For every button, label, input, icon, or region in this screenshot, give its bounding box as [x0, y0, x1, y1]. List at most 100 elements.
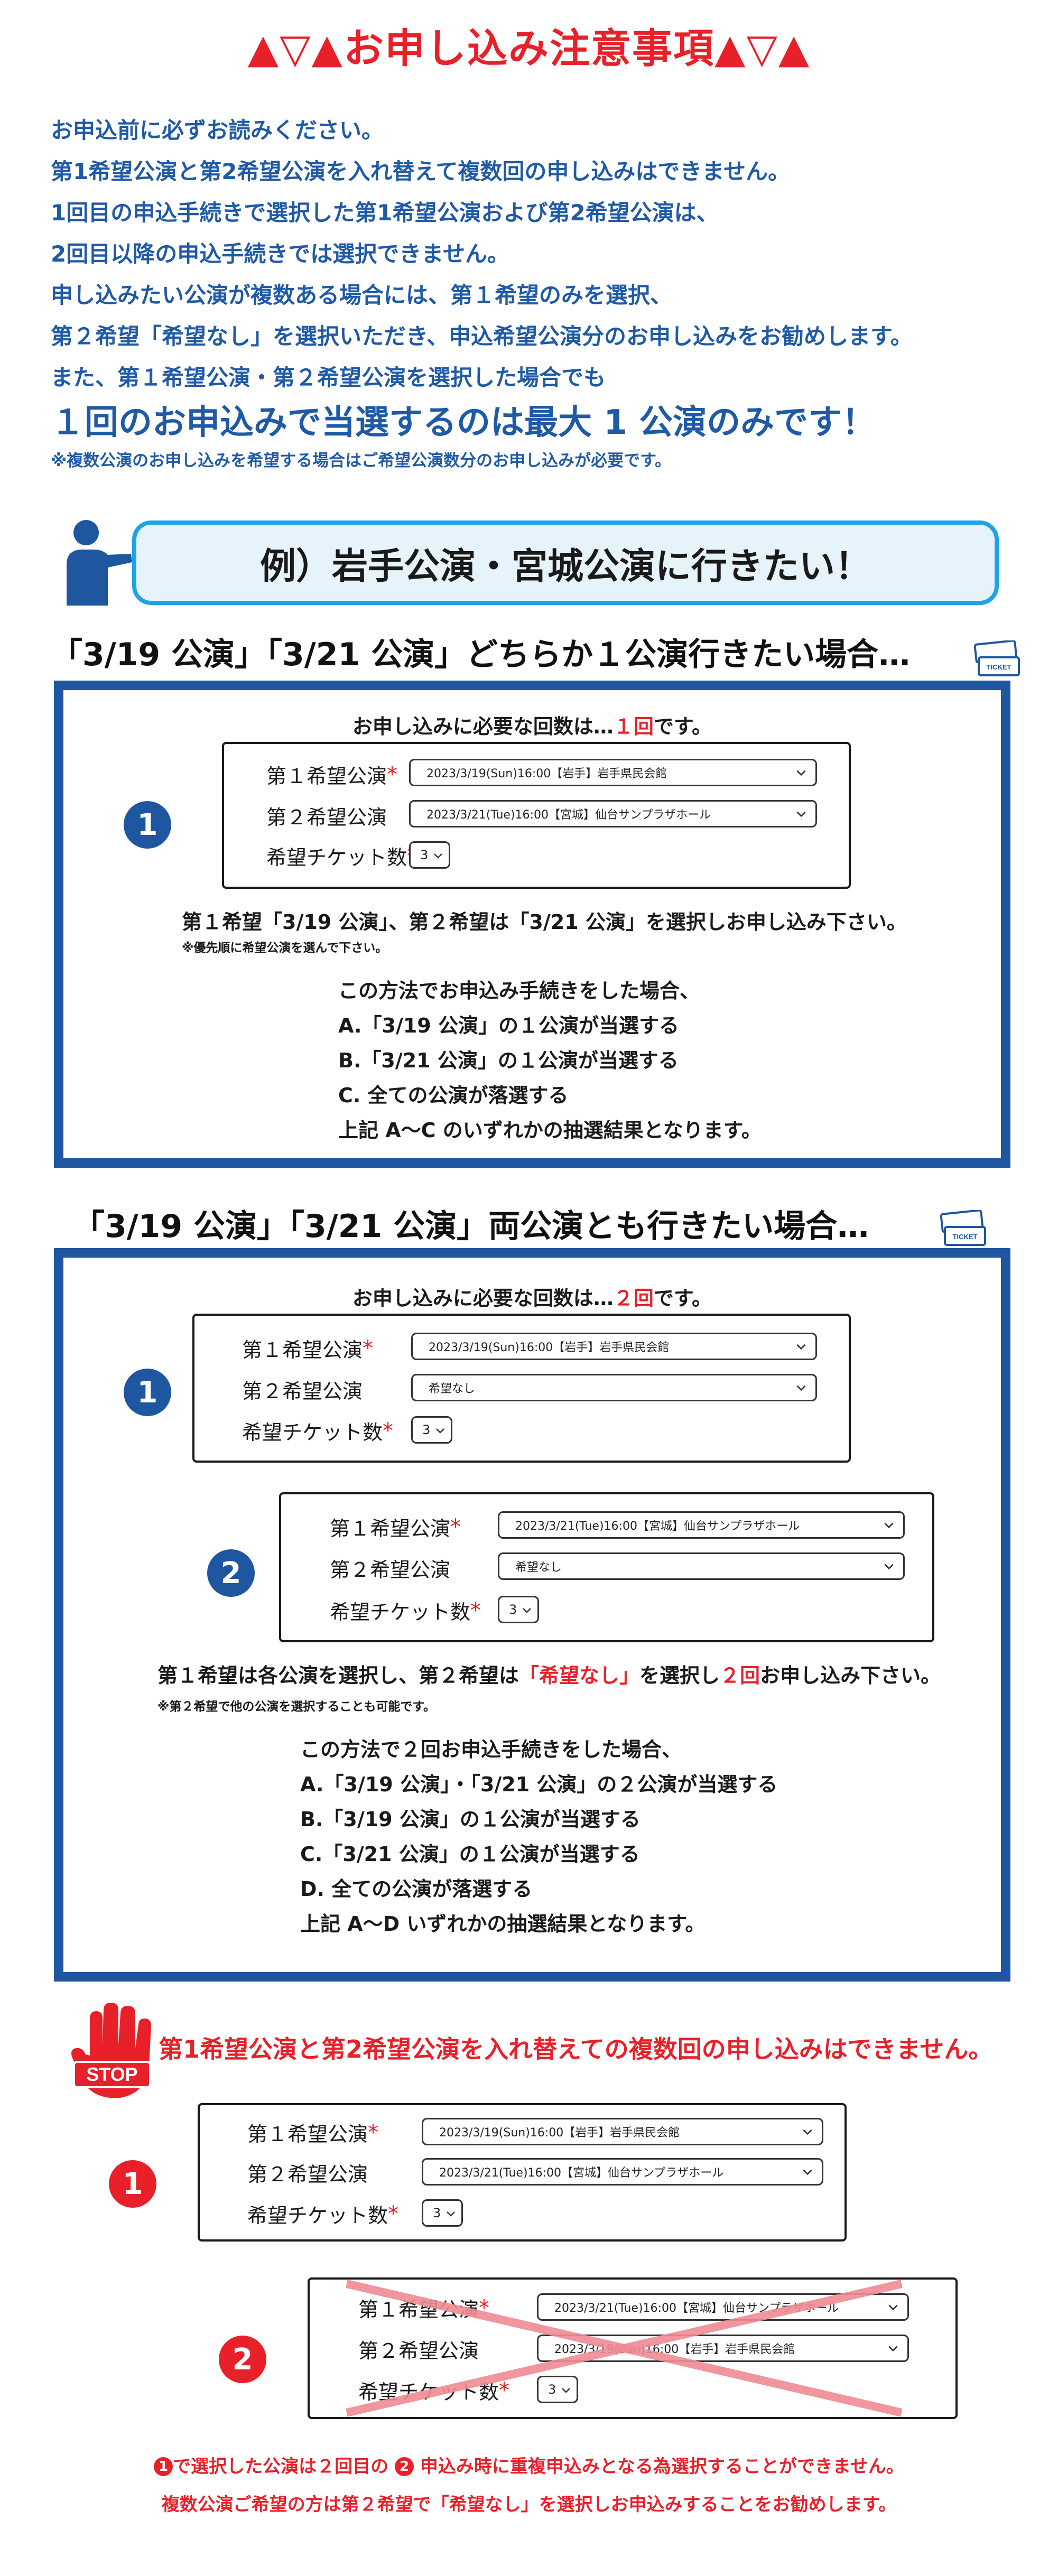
need-prefix: お申し込みに必要な回数は… — [352, 1287, 614, 1310]
first-choice-select[interactable]: 2023/3/19(Sun)16:00【岩手】岩手県民会館 — [422, 2118, 823, 2145]
page-title: ▲▽▲お申し込み注意事項▲▽▲ — [247, 25, 811, 72]
chevron-down-icon — [794, 807, 808, 821]
intro-emphasis: １回のお申込みで当選するのは最大 1 公演のみです！ — [51, 403, 876, 442]
ticket-count-select[interactable]: 3 — [422, 2199, 463, 2227]
result-line: C. 全ての公演が落選する — [338, 1084, 569, 1107]
ticket-count-label: 希望チケット数 — [247, 2204, 388, 2227]
step-1-badge: 1 — [124, 1369, 171, 1416]
result-line: B.「3/21 公演」の１公演が当選する — [338, 1049, 679, 1072]
case1-frame: お申し込みに必要な回数は…１回です。 1 第１希望公演* 2023/3/19(S… — [54, 681, 1010, 1168]
ticket-count-select[interactable]: 3 — [411, 1416, 452, 1444]
first-choice-select[interactable]: 2023/3/21(Tue)16:00【宮城】仙台サンプラザホール — [498, 1511, 905, 1539]
stop-title: 第1希望公演と第2希望公演を入れ替えての複数回の申し込みはできません。 — [159, 2035, 993, 2063]
ticket-count-select[interactable]: 3 — [409, 841, 450, 869]
example-banner: 例）岩手公演・宮城公演に行きたい！ — [132, 520, 999, 605]
first-choice-select[interactable]: 2023/3/19(Sun)16:00【岩手】岩手県民会館 — [411, 1333, 817, 1360]
required-mark: * — [450, 1514, 461, 1539]
second-choice-select[interactable]: 2023/3/21(Tue)16:00【宮城】仙台サンプラザホール — [422, 2158, 823, 2186]
need-suffix: です。 — [653, 715, 712, 738]
chevron-down-icon — [794, 1340, 808, 1353]
intro-line: 2回目以降の申込手続きでは選択できません。 — [51, 241, 509, 267]
stop-form-1: 第１希望公演* 2023/3/19(Sun)16:00【岩手】岩手県民会館 第２… — [198, 2103, 847, 2242]
foot-text: 申込み時に重複申込みとなる為選択することができません。 — [420, 2456, 904, 2477]
selected-value: 希望なし — [515, 1561, 562, 1574]
first-choice-row: 第１希望公演* — [266, 760, 397, 789]
chevron-down-icon — [801, 2165, 814, 2179]
case1-results: この方法でお申込み手続きをした場合、 A.「3/19 公演」の１公演が当選する … — [338, 973, 762, 1148]
intro-line: 第1希望公演と第2希望公演を入れ替えて複数回の申し込みはできません。 — [51, 159, 791, 184]
instr-part: ２回 — [720, 1664, 760, 1687]
ticket-count-label: 希望チケット数 — [242, 1421, 383, 1444]
selected-value: 2023/3/19(Sun)16:00【岩手】岩手県民会館 — [426, 767, 667, 780]
ticket-icon: TICKET — [973, 640, 1020, 676]
need-count: １回 — [613, 715, 654, 738]
inline-number-badge: 2 — [395, 2457, 414, 2476]
ticket-icon: TICKET — [940, 1210, 986, 1246]
result-line: C.「3/21 公演」の１公演が当選する — [300, 1843, 640, 1866]
need-prefix: お申し込みに必要な回数は… — [352, 715, 614, 738]
chevron-down-icon — [432, 849, 444, 862]
second-choice-row: 第２希望公演 — [247, 2158, 368, 2187]
selected-value: 2023/3/21(Tue)16:00【宮城】仙台サンプラザホール — [426, 808, 711, 822]
case1-form: 第１希望公演* 2023/3/19(Sun)16:00【岩手】岩手県民会館 第２… — [222, 742, 851, 889]
selected-value: 2023/3/19(Sun)16:00【岩手】岩手県民会館 — [429, 1341, 670, 1354]
stop-footer-2: 複数公演ご希望の方は第２希望で「希望なし」を選択しお申込みすることをお勧めします… — [161, 2494, 897, 2515]
selected-value: 3 — [509, 1602, 517, 1617]
stop-step-1-badge: 1 — [109, 2160, 156, 2208]
selected-value: 3 — [422, 1422, 431, 1437]
selected-value: 2023/3/19(Sun)16:00【岩手】岩手県民会館 — [439, 2126, 680, 2140]
person-pointing-icon — [67, 520, 132, 606]
instr-part: を選択し — [639, 1664, 720, 1687]
chevron-down-icon — [521, 1604, 533, 1616]
ticket-count-row: 希望チケット数* — [330, 1596, 481, 1625]
second-choice-select[interactable]: 希望なし — [411, 1374, 817, 1401]
required-mark: * — [368, 2120, 379, 2145]
first-choice-label: 第１希望公演 — [247, 2123, 368, 2146]
second-choice-row: 第２希望公演 — [358, 2335, 479, 2364]
result-line: この方法で２回お申込手続きをした場合、 — [300, 1738, 682, 1761]
second-choice-row: 第２希望公演 — [266, 801, 387, 830]
result-line: B.「3/19 公演」の１公演が当選する — [300, 1808, 641, 1831]
chevron-down-icon — [882, 1518, 896, 1532]
result-line: 上記 A〜C のいずれかの抽選結果となります。 — [338, 1119, 762, 1142]
first-choice-label: 第１希望公演 — [266, 765, 387, 788]
instr-part: 「希望なし」 — [519, 1664, 640, 1687]
intro-line: お申込前に必ずお読みください。 — [51, 117, 384, 143]
ticket-count-select[interactable]: 3 — [498, 1596, 539, 1623]
ticket-count-row: 希望チケット数* — [247, 2199, 398, 2228]
chevron-down-icon — [794, 766, 808, 779]
result-line: A.「3/19 公演」の１公演が当選する — [338, 1014, 679, 1037]
case2-frame: お申し込みに必要な回数は…２回です。 1 第１希望公演* 2023/3/19(S… — [54, 1248, 1010, 1982]
case1-instruction: 第１希望「3/19 公演」、第２希望は「3/21 公演」を選択しお申し込み下さい… — [182, 910, 907, 934]
second-choice-label: 第２希望公演 — [358, 2339, 479, 2363]
need-count: ２回 — [613, 1287, 654, 1310]
chevron-down-icon — [434, 1424, 447, 1437]
svg-text:STOP: STOP — [86, 2063, 137, 2085]
instr-part: お申し込み下さい。 — [760, 1664, 941, 1687]
first-choice-label: 第１希望公演 — [330, 1517, 451, 1540]
selected-value: 3 — [433, 2206, 441, 2220]
ticket-count-row: 希望チケット数* — [266, 841, 417, 870]
required-mark: * — [383, 1418, 394, 1443]
case2-note: ※第２希望で他の公演を選択することも可能です。 — [157, 1700, 436, 1714]
chevron-down-icon — [882, 1559, 896, 1573]
required-mark: * — [499, 2378, 510, 2403]
ticket-count-select[interactable]: 3 — [537, 2376, 578, 2403]
first-choice-row: 第１希望公演* — [330, 1512, 461, 1541]
case2-instruction: 第１希望は各公演を選択し、第２希望は「希望なし」を選択し２回お申し込み下さい。 — [157, 1659, 941, 1688]
case1-note: ※優先順に希望公演を選んで下さい。 — [182, 941, 388, 955]
second-choice-select[interactable]: 2023/3/21(Tue)16:00【宮城】仙台サンプラザホール — [409, 800, 817, 827]
cross-out-mark — [346, 2280, 903, 2417]
second-choice-row: 第２希望公演 — [330, 1554, 450, 1583]
foot-text: で選択した公演は２回目の — [173, 2456, 389, 2477]
case2-title: 「3/19 公演」「3/21 公演」両公演とも行きたい場合… — [73, 1208, 869, 1245]
required-mark: * — [363, 1336, 374, 1361]
stop-hand-icon: STOP — [71, 2003, 151, 2098]
first-choice-select[interactable]: 2023/3/19(Sun)16:00【岩手】岩手県民会館 — [409, 759, 817, 786]
intro-line: 申し込みたい公演が複数ある場合には、第１希望のみを選択、 — [51, 282, 673, 308]
result-line: この方法でお申込み手続きをした場合、 — [338, 979, 700, 1002]
intro-note: ※複数公演のお申し込みを希望する場合はご希望公演数分のお申し込みが必要です。 — [51, 451, 672, 470]
step-1-badge: 1 — [124, 801, 171, 849]
second-choice-select[interactable]: 希望なし — [498, 1552, 905, 1580]
intro-line: 第２希望「希望なし」を選択いただき、申込希望公演分のお申し込みをお勧めします。 — [51, 323, 913, 349]
